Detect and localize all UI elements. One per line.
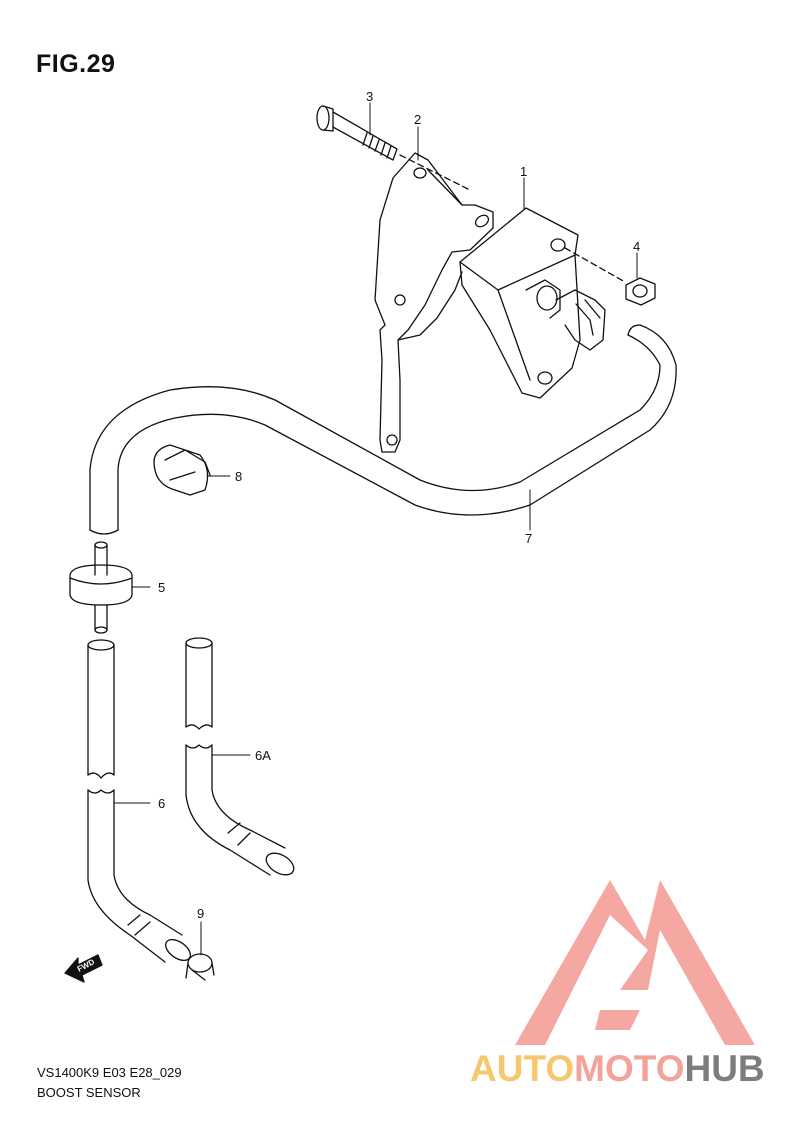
damper-part-5 xyxy=(69,541,133,634)
callout-9: 9 xyxy=(197,906,204,921)
callout-1: 3 xyxy=(366,89,373,104)
bolt-part-3 xyxy=(316,105,471,191)
hose-part-6 xyxy=(87,639,192,963)
callout-6a: 6A xyxy=(255,748,271,763)
figure-title: FIG.29 xyxy=(36,50,116,78)
clamp-part-8 xyxy=(153,444,211,496)
callout-3: 1 xyxy=(520,164,527,179)
callout-7: 7 xyxy=(525,531,532,546)
nut-part-4 xyxy=(625,277,656,306)
footer-name: BOOST SENSOR xyxy=(37,1085,141,1100)
callout-2: 2 xyxy=(414,112,421,127)
watermark-moto: MOTO xyxy=(574,1048,685,1089)
hose-part-6a xyxy=(185,637,295,876)
watermark-text: AUTOMOTOHUB xyxy=(470,1048,765,1090)
watermark-logo xyxy=(515,880,755,1045)
watermark-hub: HUB xyxy=(684,1048,765,1089)
fwd-arrow-icon xyxy=(64,954,103,983)
watermark-auto: AUTO xyxy=(470,1048,575,1089)
hose-part-7 xyxy=(89,324,677,535)
callout-4: 4 xyxy=(633,239,640,254)
callout-8: 8 xyxy=(235,469,242,484)
callout-5: 5 xyxy=(158,580,165,595)
leader-lines xyxy=(114,102,638,956)
clip-part-9 xyxy=(185,953,215,981)
bracket-part-2 xyxy=(374,152,494,453)
boost-sensor-part-1 xyxy=(459,207,626,399)
footer-code: VS1400K9 E03 E28_029 xyxy=(37,1065,182,1080)
callout-6: 6 xyxy=(158,796,165,811)
